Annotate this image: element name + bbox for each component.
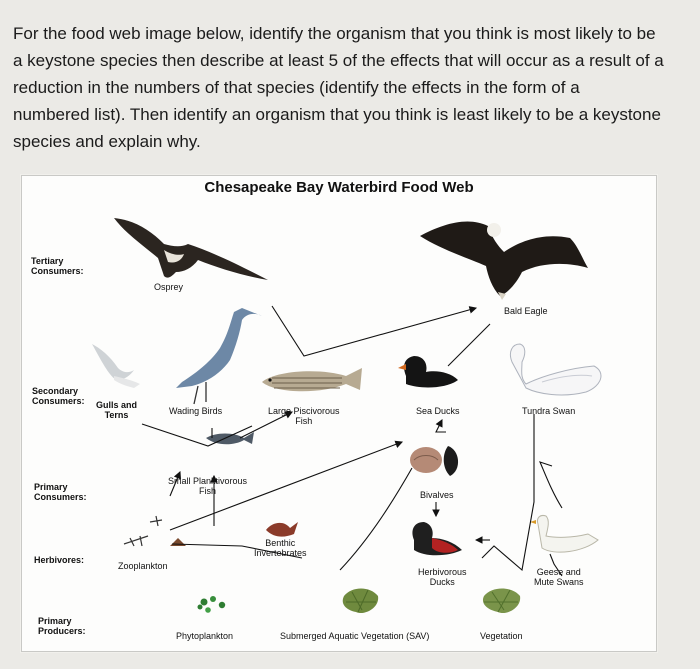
label-tundra-swan: Tundra Swan xyxy=(522,406,575,416)
link-sea-ducks-bivalves xyxy=(436,420,446,432)
link-geese-up xyxy=(540,462,562,508)
food-web-figure: Chesapeake Bay Waterbird Food Web Tertia… xyxy=(21,175,657,652)
level-label-secondary: Secondary Consumers: xyxy=(32,386,85,406)
label-planktivorous-fish: Small Planktivorous Fish xyxy=(168,476,247,496)
link-osprey-fish-eagle xyxy=(272,306,476,356)
label-bivalves: Bivalves xyxy=(420,490,454,500)
herbivorous-duck-image xyxy=(412,522,462,555)
figure-title: Chesapeake Bay Waterbird Food Web xyxy=(22,179,656,196)
label-vegetation: Vegetation xyxy=(480,631,523,641)
bald-eagle-image xyxy=(420,221,588,300)
question-line: For the food web image below, identify t… xyxy=(13,20,693,47)
link-benthic-wading xyxy=(340,468,412,570)
gull-image xyxy=(92,344,140,388)
osprey-image xyxy=(114,218,268,280)
level-label-primary: Primary Consumers: xyxy=(34,482,87,502)
label-zooplankton: Zooplankton xyxy=(118,561,168,571)
zooplankton-image xyxy=(124,516,186,546)
label-benthic-invertebrates: Benthic Invertebrates xyxy=(254,538,307,558)
label-gulls-terns: Gulls and Terns xyxy=(96,400,137,420)
phytoplankton-image xyxy=(198,596,226,613)
benthic-invertebrate-image xyxy=(266,522,298,537)
question-line: numbered list). Then identify an organis… xyxy=(13,101,693,128)
label-piscivorous-fish: Large Piscivorous Fish xyxy=(268,406,340,426)
label-sea-ducks: Sea Ducks xyxy=(416,406,460,416)
sav-image xyxy=(343,589,378,614)
level-label-herbivores: Herbivores: xyxy=(34,555,84,565)
piscivorous-fish-image xyxy=(262,368,362,391)
label-bald-eagle: Bald Eagle xyxy=(504,306,548,316)
label-phytoplankton: Phytoplankton xyxy=(176,631,233,641)
small-fish-image xyxy=(206,432,254,444)
label-herbivorous-ducks: Herbivorous Ducks xyxy=(418,567,467,587)
sea-duck-image xyxy=(398,356,458,387)
link-swan-geese xyxy=(482,414,534,570)
label-sav: Submerged Aquatic Vegetation (SAV) xyxy=(280,631,429,641)
heron-image xyxy=(176,308,262,404)
question-line: species and explain why. xyxy=(13,128,693,155)
label-wading-birds: Wading Birds xyxy=(169,406,222,416)
link-seaducks-eagle xyxy=(448,324,490,366)
label-geese-mute-swans: Geese and Mute Swans xyxy=(534,567,584,587)
question-line: a keystone species then describe at leas… xyxy=(13,47,693,74)
vegetation-image xyxy=(483,589,520,614)
level-label-producers: Primary Producers: xyxy=(38,616,86,636)
goose-image xyxy=(530,515,598,552)
question-text: For the food web image below, identify t… xyxy=(13,20,693,155)
tundra-swan-image xyxy=(510,344,601,395)
question-line: reduction in the numbers of that species… xyxy=(13,74,693,101)
label-osprey: Osprey xyxy=(154,282,183,292)
bivalve-image xyxy=(410,446,458,476)
level-label-tertiary: Tertiary Consumers: xyxy=(31,256,84,276)
